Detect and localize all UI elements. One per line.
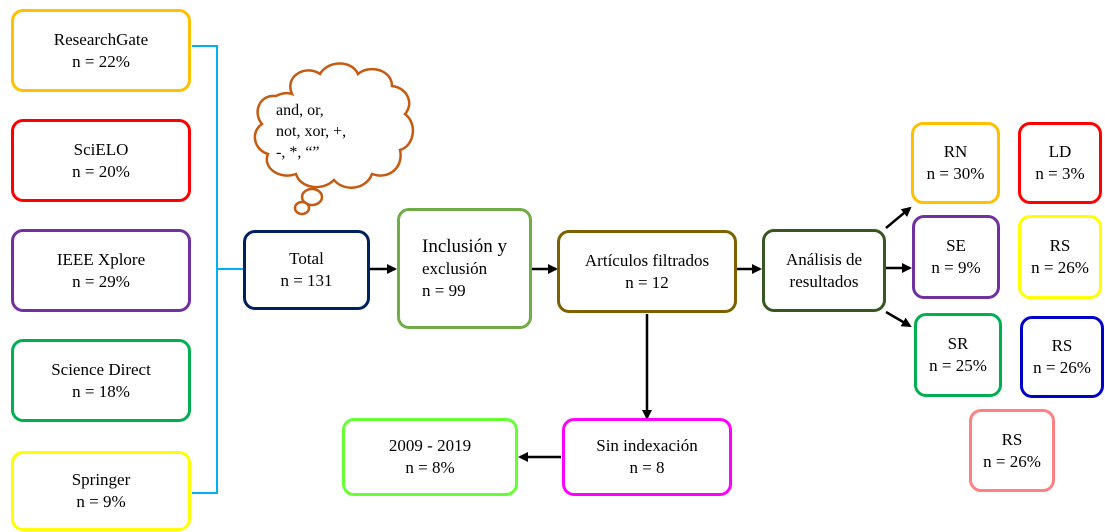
result-label: SR <box>947 334 969 353</box>
filtered-articles-box: Artículos filtrados n = 12 <box>557 230 737 313</box>
source-value: n = 18% <box>72 381 130 401</box>
cloud-line-1: and, or, <box>276 102 324 119</box>
result-value: n = 26% <box>983 451 1041 471</box>
source-value: n = 9% <box>76 492 126 511</box>
total-box: Total n = 131 <box>243 230 370 310</box>
analysis-box: Análisis de resultados <box>762 229 886 312</box>
source-value: n = 29% <box>72 271 130 291</box>
boolean-operators-text: and, or, not, xor, +, -, *, “” <box>276 100 406 163</box>
cloud-line-2: not, xor, +, <box>276 123 347 140</box>
analysis-label-line1: Análisis de <box>785 249 863 269</box>
source-value: n = 22% <box>72 51 130 71</box>
analysis-label-line2: resultados <box>789 271 859 291</box>
no-index-box: Sin indexación n = 8 <box>562 418 732 496</box>
source-springer: Springer n = 9% <box>11 451 191 531</box>
sources-bracket <box>192 45 243 494</box>
result-value: n = 3% <box>1035 164 1085 183</box>
total-value: n = 131 <box>280 271 333 290</box>
filtered-value: n = 12 <box>625 272 669 292</box>
years-box: 2009 - 2019 n = 8% <box>342 418 518 496</box>
source-science-direct: Science Direct n = 18% <box>11 339 191 422</box>
arrow-analysis-to-rn <box>885 206 912 229</box>
result-value: n = 26% <box>1031 258 1089 277</box>
filtered-label: Artículos filtrados <box>584 250 710 270</box>
inclusion-label-line1: Inclusión y <box>422 235 507 257</box>
inclusion-label-line2: exclusión <box>422 258 488 278</box>
result-label: RS <box>1049 236 1071 255</box>
source-name: IEEE Xplore <box>56 249 146 269</box>
total-label: Total <box>289 249 324 268</box>
result-label: RN <box>943 142 968 161</box>
source-name: SciELO <box>73 139 129 159</box>
inclusion-box: Inclusión y exclusión n = 99 <box>397 208 532 329</box>
result-label: LD <box>1048 142 1072 161</box>
cloud-line-3: -, *, “” <box>276 144 320 161</box>
years-label: 2009 - 2019 <box>388 436 472 455</box>
years-value: n = 8% <box>405 458 455 477</box>
result-value: n = 25% <box>929 356 987 375</box>
result-label: RS <box>1051 336 1073 355</box>
result-sr: SR n = 25% <box>914 313 1002 397</box>
no-index-value: n = 8 <box>629 458 665 477</box>
result-se: SE n = 9% <box>912 215 1000 299</box>
source-scielo: SciELO n = 20% <box>11 119 191 202</box>
result-rn: RN n = 30% <box>911 122 1000 204</box>
result-rs-yellow: RS n = 26% <box>1018 215 1102 299</box>
source-name: ResearchGate <box>53 29 149 49</box>
source-ieee-xplore: IEEE Xplore n = 29% <box>11 229 191 312</box>
result-value: n = 30% <box>926 164 985 183</box>
no-index-label: Sin indexación <box>596 436 698 455</box>
result-label: RS <box>1001 429 1023 449</box>
source-name: Springer <box>71 470 131 489</box>
result-value: n = 9% <box>931 258 981 277</box>
thought-cloud <box>253 62 415 216</box>
arrow-analysis-to-sr <box>885 310 912 328</box>
source-name: Science Direct <box>51 359 151 379</box>
result-label: SE <box>946 236 966 255</box>
result-value: n = 26% <box>1033 358 1091 377</box>
result-rs-blue: RS n = 26% <box>1020 316 1104 398</box>
result-ld: LD n = 3% <box>1018 122 1102 204</box>
result-rs-pink: RS n = 26% <box>969 409 1055 492</box>
source-researchgate: ResearchGate n = 22% <box>11 9 191 92</box>
source-value: n = 20% <box>72 161 130 181</box>
inclusion-value: n = 99 <box>422 280 466 300</box>
